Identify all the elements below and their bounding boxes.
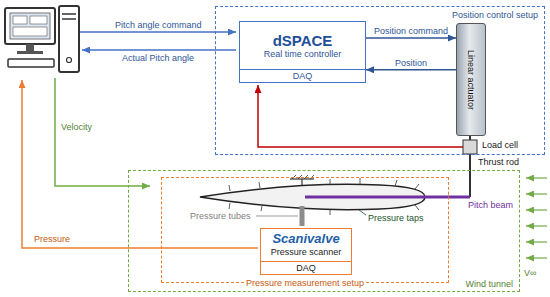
tap [229,185,230,191]
keyboard [8,59,54,67]
tap [259,182,260,188]
monitor-stand [26,44,34,51]
signal-label: Position command [374,26,448,36]
flow-arrow [526,257,547,258]
region-title: Pressure measurement setup [244,278,366,288]
actuator-box: Linear actuator [456,23,486,136]
tap [229,203,230,209]
device-description: Pressure scanner [271,247,342,257]
tap [360,178,361,184]
load-cell-wire [258,85,463,147]
leader-line [359,210,366,215]
signal-label: Pressure [34,234,70,244]
drive-slot [62,18,76,20]
flow-arrow [526,177,547,178]
tap [330,210,331,215]
daq-strip: DAQ [261,261,351,274]
tap [261,206,262,211]
screen [10,13,50,39]
device-name: Scanivalve [272,232,339,247]
signal-arrow [366,37,456,39]
wind-tunnel-region: Wind tunnelPressure measurement setupSca… [128,170,520,292]
tap [415,184,419,189]
signal-label: Position [395,58,427,68]
daq-label: DAQ [293,71,313,81]
pressure-tubes [300,206,305,226]
screen-window [30,16,47,24]
signal-label: Pitch angle command [115,20,202,30]
device-body: dSPACEReal time controller [240,22,365,69]
signal-arrow [366,69,456,71]
monitor [5,8,55,44]
screen-window [13,27,47,36]
daq-label: DAQ [296,263,316,273]
part-label: Pressure tubes [190,211,251,221]
flow-label: V∞ [524,268,536,278]
load-cell [463,140,477,154]
flow-arrow [526,225,547,226]
pressure-setup-region: Pressure measurement setupScanivalvePres… [161,177,449,283]
device-body: ScanivalvePressure scanner [261,229,351,261]
pressure-arrow [22,80,258,248]
region-title: Wind tunnel [463,279,515,289]
drive-slot [62,13,76,15]
tap [330,179,331,185]
part-label: Load cell [482,140,518,150]
part-label: Thrust rod [478,157,519,167]
power-button [67,58,72,63]
device-name: dSPACE [273,32,333,49]
thrust-rod [469,154,471,197]
region-title: Position control setup [450,10,540,20]
screen-window [13,16,27,24]
freestream-arrows [526,178,547,258]
flow-arrow [526,193,547,194]
monitor-base [17,51,43,54]
signal-label: Actual Pitch angle [122,53,194,63]
scanner-box: ScanivalvePressure scannerDAQ [260,228,352,275]
feedback-arrow [82,49,236,51]
signal-label: Velocity [61,122,92,132]
daq-strip: DAQ [240,69,365,82]
computer-icon [5,6,79,72]
command-arrow [80,31,236,33]
tap [415,205,419,210]
device-description: Real time controller [264,49,342,59]
actuator-label: Linear actuator [466,49,476,109]
pc-tower [59,6,79,72]
pitch-beam [305,196,470,199]
flow-arrow [526,241,547,242]
flow-arrow [526,209,547,210]
controller-box: dSPACEReal time controllerDAQ [239,21,366,83]
part-label: Pressure taps [368,213,424,223]
part-label: Pitch beam [468,200,513,210]
leader-line [256,216,298,217]
tap [395,180,397,186]
